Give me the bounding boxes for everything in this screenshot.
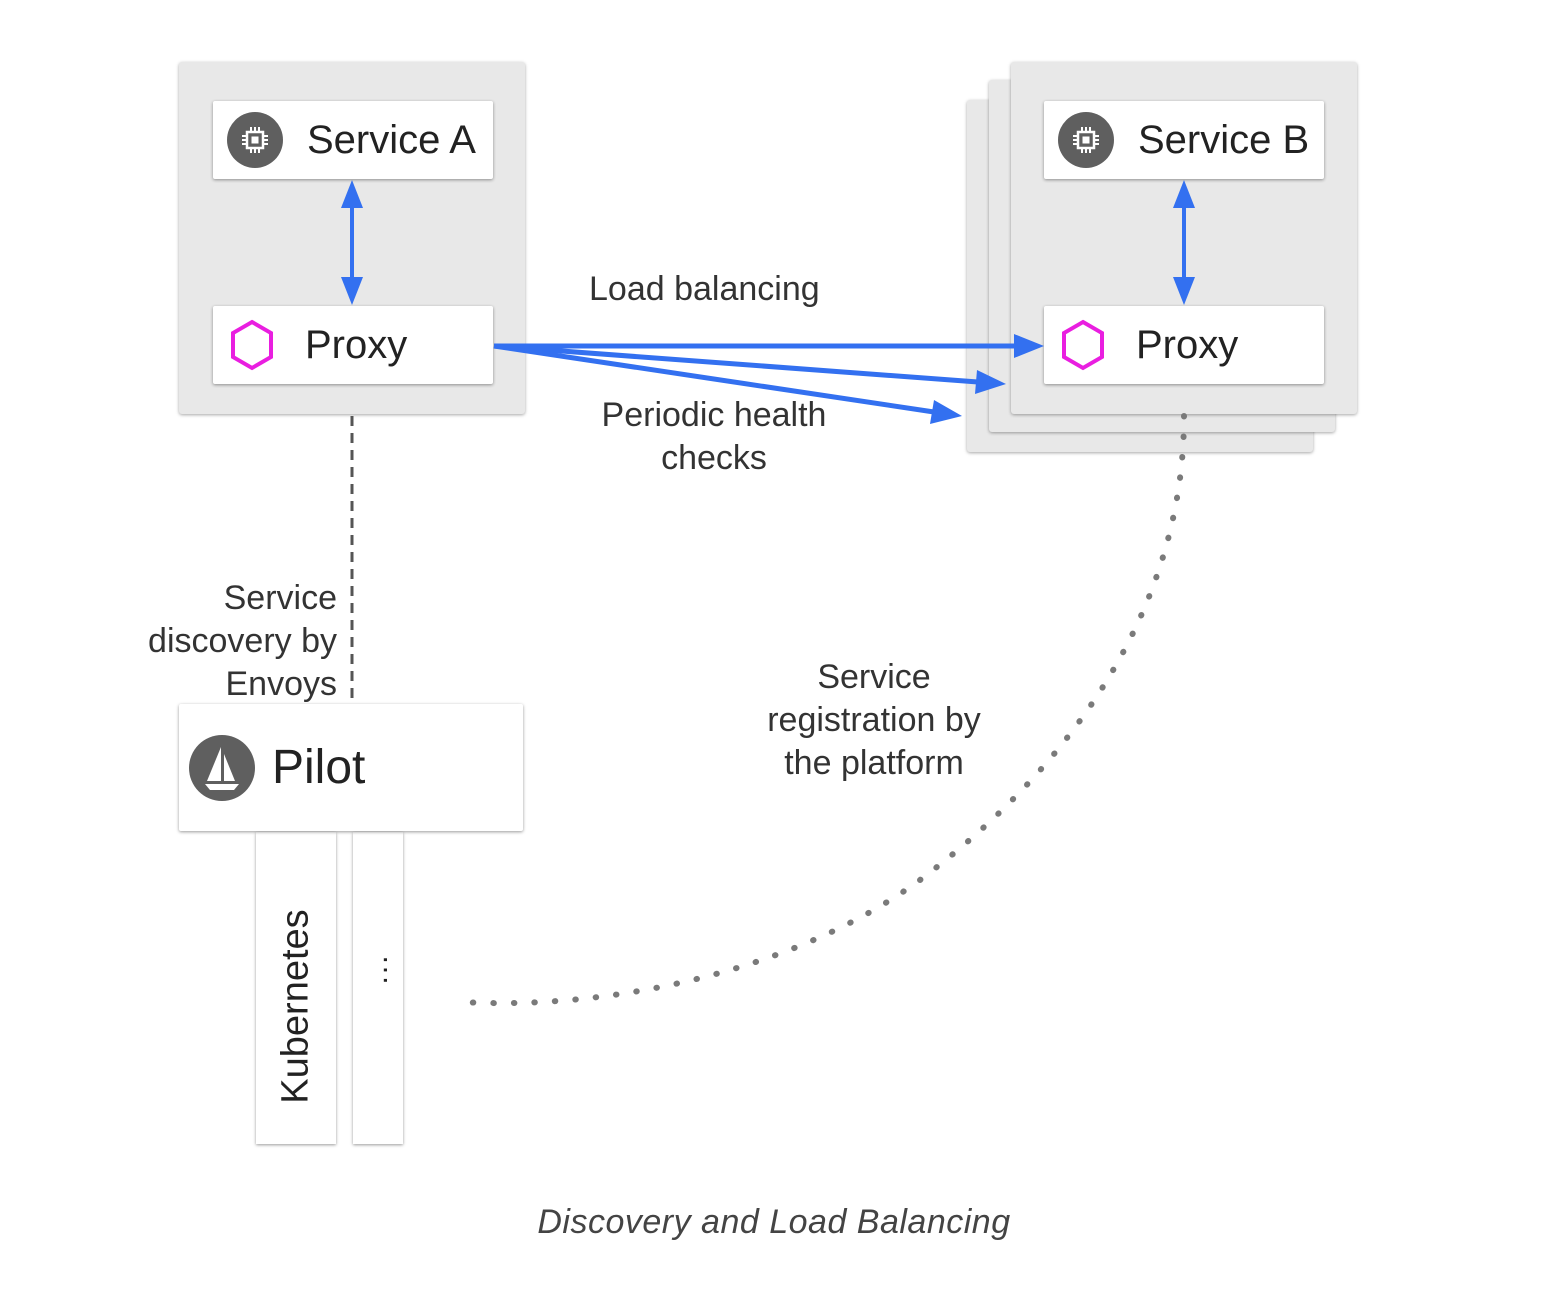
service-a-link-arrow bbox=[341, 180, 363, 305]
service-a-label: Service A bbox=[307, 117, 476, 162]
service-b-label: Service B bbox=[1138, 117, 1310, 162]
service-a-proxy-label: Proxy bbox=[305, 322, 408, 367]
health-checks-line-2: checks bbox=[661, 439, 767, 477]
service-a-proxy-card[interactable]: Proxy bbox=[213, 306, 493, 384]
cpu-chip-icon bbox=[1058, 112, 1114, 168]
service-discovery-line-1: Service bbox=[223, 579, 337, 617]
hexagon-icon bbox=[1062, 319, 1104, 371]
kubernetes-platform[interactable] bbox=[256, 832, 336, 1144]
service-registration-line-3: the platform bbox=[784, 744, 964, 782]
sailboat-icon bbox=[189, 734, 255, 801]
pilot-card[interactable]: Pilot bbox=[179, 704, 523, 831]
service-discovery-label: Service discovery by Envoys bbox=[100, 577, 337, 706]
service-a-card[interactable]: Service A bbox=[213, 101, 493, 179]
service-registration-line-1: Service bbox=[817, 658, 931, 696]
service-registration-line-2: registration by bbox=[767, 701, 981, 739]
service-b-link-arrow bbox=[1173, 180, 1195, 305]
health-checks-label: Periodic health checks bbox=[564, 394, 864, 480]
service-registration-curve bbox=[459, 413, 1187, 1007]
service-discovery-line-3: Envoys bbox=[225, 665, 338, 703]
cpu-chip-icon bbox=[227, 112, 283, 168]
pilot-label: Pilot bbox=[272, 741, 366, 794]
load-balancing-label: Load balancing bbox=[589, 270, 820, 308]
more-platforms[interactable] bbox=[353, 832, 403, 1144]
health-checks-line-1: Periodic health bbox=[601, 396, 827, 434]
load-balancing-arrowheads bbox=[930, 334, 1044, 424]
service-b-card[interactable]: Service B bbox=[1044, 101, 1324, 179]
figure-caption: Discovery and Load Balancing bbox=[537, 1203, 1011, 1241]
load-balancing-arrows bbox=[493, 343, 1016, 415]
service-b-proxy-label: Proxy bbox=[1136, 322, 1239, 367]
service-discovery-line-2: discovery by bbox=[148, 622, 337, 660]
service-b-proxy-card[interactable]: Proxy bbox=[1044, 306, 1324, 384]
hexagon-icon bbox=[231, 319, 273, 371]
service-registration-label: Service registration by the platform bbox=[724, 656, 1024, 785]
